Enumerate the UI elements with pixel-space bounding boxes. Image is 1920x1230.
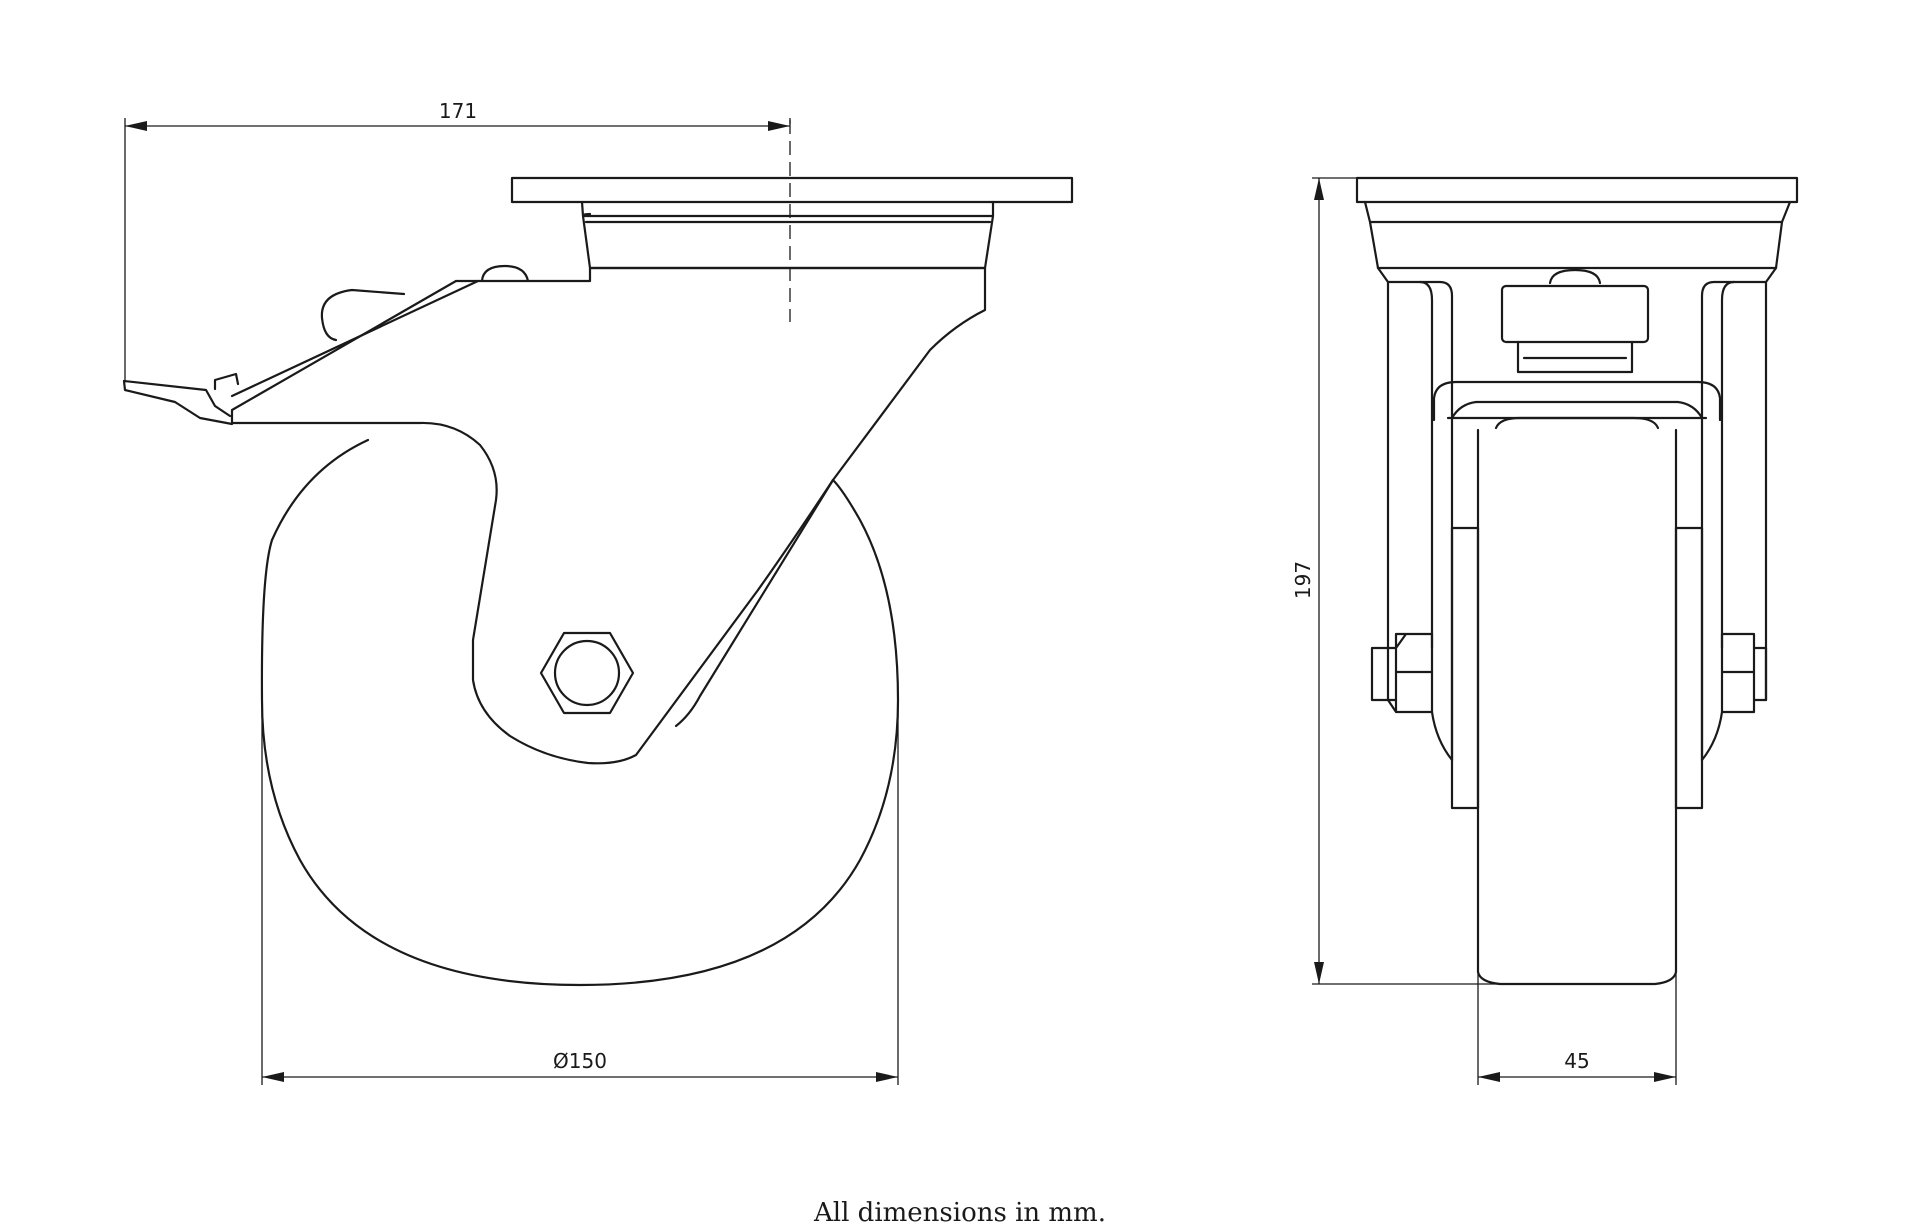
side-wheel: [260, 438, 900, 987]
brake-lever: [122, 279, 458, 426]
side-view: [122, 120, 1074, 987]
dim-197-arrow-bottom: [1314, 962, 1324, 984]
front-view: [1355, 176, 1799, 986]
dim-197-arrow-top: [1314, 178, 1324, 200]
dim-45-arrow-left: [1478, 1072, 1500, 1082]
side-top-plate: [510, 176, 1074, 204]
front-swivel-housing: [1500, 284, 1650, 344]
front-nut-right: [1720, 632, 1768, 714]
front-fork-outer: [1376, 266, 1778, 652]
side-fork-edge: [674, 478, 835, 728]
front-wheel: [1476, 416, 1678, 986]
front-plate-flange: [1363, 200, 1792, 270]
dim-150-label: Ø150: [553, 1049, 607, 1073]
front-hub-right: [1674, 526, 1704, 810]
dim-171-arrow-left: [125, 121, 147, 131]
front-fork-legs-lower: [1386, 648, 1768, 762]
side-dimensions: 171 Ø150: [124, 99, 899, 1085]
front-hub-left: [1450, 526, 1480, 810]
front-swivel-dome: [1548, 268, 1602, 285]
brake-loop: [320, 288, 406, 342]
side-fork-body: [230, 266, 987, 765]
dim-150-arrow-right: [876, 1072, 898, 1082]
dim-150-arrow-left: [262, 1072, 284, 1082]
front-fork-inner: [1418, 280, 1736, 762]
axle-bolt: [553, 639, 621, 707]
side-plate-flange: [580, 200, 995, 270]
dim-45-arrow-right: [1654, 1072, 1676, 1082]
front-dimensions: 197 45: [1291, 177, 1677, 1085]
dim-171-arrow-right: [768, 121, 790, 131]
brake-lever-arm: [230, 279, 480, 398]
dim-197-label: 197: [1291, 561, 1315, 599]
brake-rivet: [480, 264, 530, 283]
units-caption: All dimensions in mm.: [814, 1198, 1106, 1228]
dim-45-label: 45: [1564, 1049, 1589, 1073]
dim-171-label: 171: [439, 99, 477, 123]
axle-hex-nut: [539, 631, 635, 715]
front-swivel-neck: [1516, 340, 1634, 374]
front-nut-left: [1370, 632, 1434, 714]
front-top-plate: [1355, 176, 1799, 204]
front-fork-bridge: [1432, 380, 1722, 422]
